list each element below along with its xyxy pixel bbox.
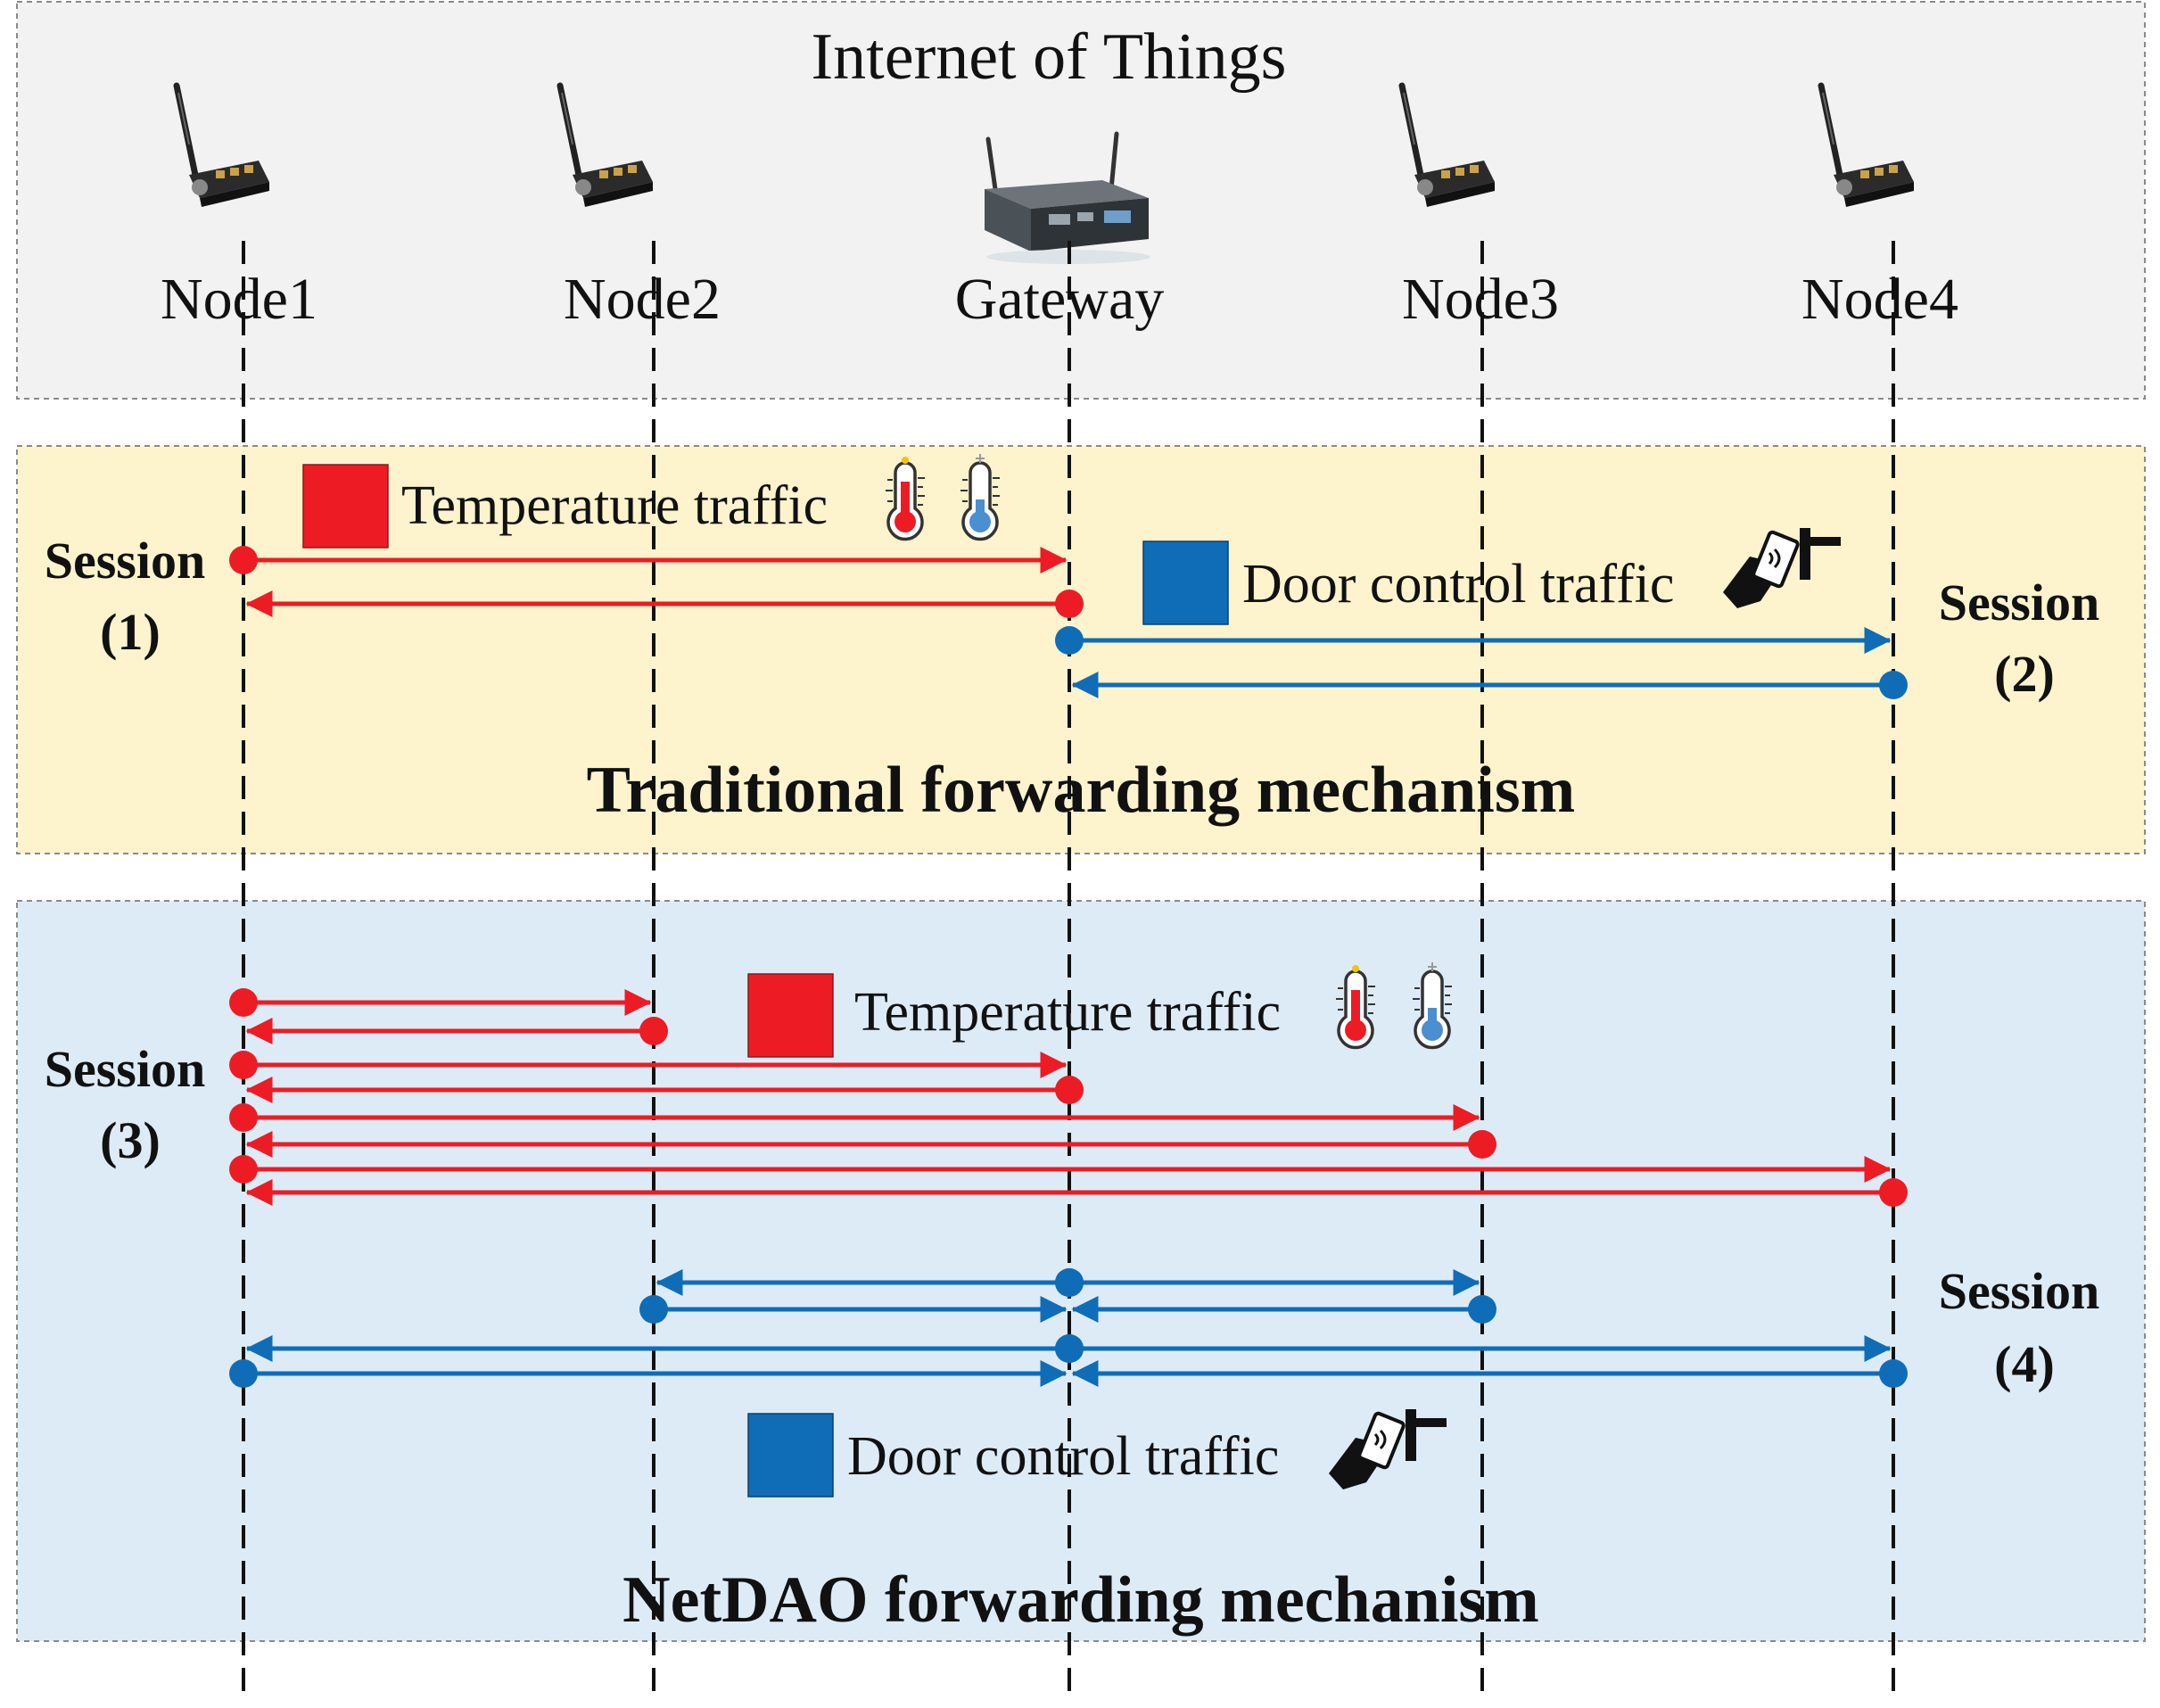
message-origin-dot [639, 1017, 668, 1045]
message-origin-dot [229, 1359, 258, 1388]
door-control-traffic-label: Door control traffic [1242, 554, 1674, 615]
message-origin-dot [1055, 1334, 1084, 1363]
session-3-number: (3) [100, 1111, 161, 1169]
temperature-traffic-label: Temperature traffic [854, 982, 1281, 1043]
message-origin-dot [1055, 1076, 1084, 1104]
traditional-heading: Traditional forwarding mechanism [587, 754, 1576, 827]
message-origin-dot [229, 1103, 258, 1132]
temperature-legend-swatch [747, 973, 834, 1058]
message-arrows [229, 546, 1908, 1388]
message-origin-dot [639, 1295, 668, 1324]
message-origin-dot [1879, 671, 1908, 699]
message-origin-dot [1055, 626, 1084, 655]
netdao-heading: NetDAO forwarding mechanism [622, 1564, 1539, 1637]
session-2-label: Session [1939, 573, 2100, 631]
temperature-traffic-label: Temperature traffic [401, 475, 828, 536]
door-legend-swatch [1142, 540, 1229, 625]
message-origin-dot [229, 1155, 258, 1184]
node2-label: Node2 [564, 267, 721, 332]
message-origin-dot [1055, 590, 1084, 618]
message-origin-dot [1468, 1295, 1496, 1324]
session-4-label: Session [1939, 1262, 2100, 1320]
netdao-panel [16, 900, 2146, 1642]
session-4-number: (4) [1994, 1335, 2055, 1393]
message-origin-dot [229, 546, 258, 574]
message-origin-dot [1468, 1130, 1496, 1159]
lifelines [242, 241, 1895, 1699]
door-control-traffic-label: Door control traffic [847, 1426, 1279, 1487]
message-origin-dot [229, 988, 258, 1017]
session-2-number: (2) [1994, 645, 2055, 703]
door-legend-swatch [747, 1413, 834, 1498]
message-origin-dot [1879, 1178, 1908, 1207]
message-origin-dot [1055, 1268, 1084, 1297]
node1-label: Node1 [161, 267, 317, 332]
temperature-legend-swatch [302, 464, 389, 549]
message-origin-dot [229, 1051, 258, 1079]
node4-label: Node4 [1801, 267, 1958, 332]
diagram-title: Internet of Things [812, 21, 1287, 94]
session-1-label: Session [45, 532, 206, 590]
session-3-label: Session [45, 1040, 206, 1098]
session-1-number: (1) [100, 603, 161, 661]
message-origin-dot [1879, 1359, 1908, 1388]
gateway-label: Gateway [955, 267, 1165, 332]
